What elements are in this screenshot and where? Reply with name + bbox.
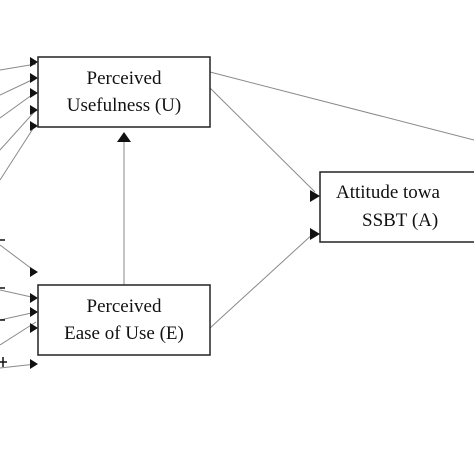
arrowhead-e-1 (30, 267, 38, 277)
attitude-line2: SSBT (A) (362, 210, 438, 231)
ease-of-use-line2: Ease of Use (E) (64, 323, 184, 344)
input-line-4-to-u (0, 109, 37, 151)
usefulness-line2: Usefulness (U) (67, 95, 182, 116)
arrowhead-u-5 (30, 121, 38, 131)
usefulness-line1: Perceived (87, 68, 162, 89)
u-to-a-line (209, 87, 316, 193)
u-to-right-line (209, 71, 474, 141)
arrowhead-e-2 (30, 293, 38, 303)
connectors (0, 63, 474, 369)
arrowhead-e-3 (30, 307, 38, 317)
node-usefulness: Perceived Usefulness (U) (37, 56, 211, 128)
attitude-box (319, 171, 474, 243)
usefulness-box (37, 56, 211, 128)
node-ease-of-use: Perceived Ease of Use (E) (37, 284, 211, 356)
node-attitude: Attitude towa SSBT (A) (319, 171, 474, 243)
ease-of-use-box (37, 284, 211, 356)
arrowhead-e-to-u (117, 132, 131, 142)
arrowhead-e-to-a (310, 228, 320, 240)
arrowhead-e-4 (30, 323, 38, 333)
arrowheads (30, 57, 320, 369)
cropped-left-marks (0, 239, 7, 367)
e-to-a-line (209, 231, 316, 329)
arrowhead-e-5 (30, 359, 38, 369)
arrowhead-u-to-a (310, 190, 320, 202)
arrowhead-u-3 (30, 88, 38, 98)
ease-of-use-line1: Perceived (87, 296, 162, 317)
arrowhead-u-1 (30, 57, 38, 67)
arrowhead-u-4 (30, 105, 38, 115)
arrowhead-u-2 (30, 73, 38, 83)
attitude-line1: Attitude towa (336, 182, 441, 203)
input-line-5-to-u (0, 123, 37, 181)
